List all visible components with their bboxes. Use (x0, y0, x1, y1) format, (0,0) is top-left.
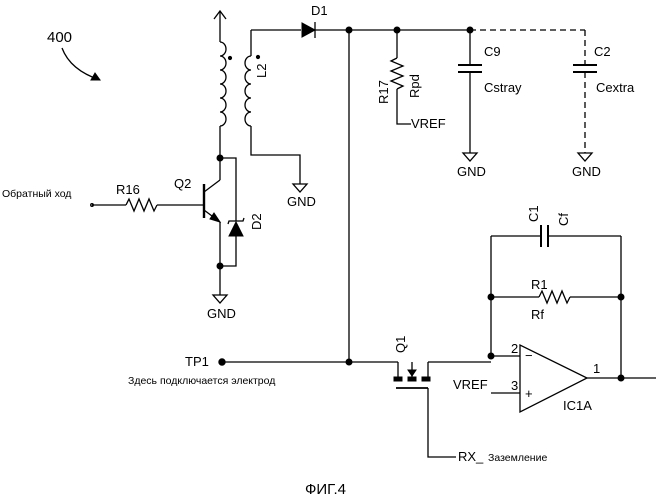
label-cstray: Cstray (484, 80, 522, 95)
q2-collector (204, 180, 220, 192)
wire-d2-top (220, 158, 236, 221)
label-pin-out: 1 (593, 361, 600, 376)
q2-emitter-arrow (210, 213, 220, 222)
wire-d2-bottom (220, 236, 236, 266)
label-tp1: TP1 (185, 354, 209, 369)
label-d2: D2 (249, 213, 264, 230)
label-vref-opamp: VREF (453, 377, 488, 392)
figure-ref-number: 400 (47, 29, 72, 46)
label-gnd-c9: GND (457, 164, 486, 179)
label-ground-note: Заземление (488, 452, 547, 464)
coil-l2-dot (256, 55, 259, 58)
coil-primary (220, 42, 226, 126)
label-vref-r17: VREF (411, 116, 446, 131)
zener-diode-d2 (228, 218, 244, 236)
label-ic1a: IC1A (563, 398, 592, 413)
wire-l2-to-gnd (251, 126, 300, 184)
label-rx: RX_ (458, 449, 484, 464)
label-q2: Q2 (174, 176, 191, 191)
wire-q1-gate (428, 388, 456, 457)
capacitor-c9 (458, 65, 482, 72)
coil-l2 (245, 56, 251, 126)
label-electrode: Здесь подключается электрод (128, 375, 275, 387)
mosfet-q1 (394, 362, 430, 388)
resistor-r1 (539, 291, 570, 303)
capacitor-c1 (541, 225, 548, 247)
label-gnd-c2: GND (572, 164, 601, 179)
label-r16: R16 (116, 182, 140, 197)
junction-opamp-out (618, 375, 624, 381)
resistor-r16 (126, 199, 157, 211)
gnd-symbol-q2 (213, 295, 227, 303)
label-c2: C2 (594, 44, 611, 59)
label-l2: L2 (254, 64, 269, 78)
gnd-symbol-c9 (463, 153, 477, 161)
label-pin-minus: − (525, 348, 533, 363)
label-r1: R1 (531, 277, 548, 292)
gnd-symbol-l2 (293, 184, 307, 192)
coil-primary-dot (228, 56, 231, 59)
label-d1: D1 (311, 3, 328, 18)
label-c9: C9 (484, 44, 501, 59)
junction-r1-left (488, 294, 494, 300)
label-pin-noninv: 3 (511, 378, 518, 393)
junction-r1-right (618, 294, 624, 300)
capacitor-c2 (573, 65, 597, 72)
resistor-r17 (391, 58, 403, 89)
label-gnd-q2: GND (207, 306, 236, 321)
label-pin-plus: + (525, 386, 533, 401)
label-rf: Rf (531, 307, 544, 322)
label-r17: R17 (376, 80, 391, 104)
label-cf: Cf (556, 213, 571, 226)
label-reverse-stroke: Обратный ход (2, 188, 71, 200)
label-q1: Q1 (393, 336, 408, 353)
figure-caption: ФИГ.4 (305, 481, 346, 498)
diode-d1 (302, 22, 315, 38)
label-cextra: Cextra (596, 80, 635, 95)
gnd-symbol-c2 (578, 153, 592, 161)
label-gnd-l2: GND (287, 194, 316, 209)
label-pin-inv: 2 (511, 341, 518, 356)
label-c1: C1 (526, 205, 541, 222)
label-rpd: Rpd (407, 74, 422, 98)
